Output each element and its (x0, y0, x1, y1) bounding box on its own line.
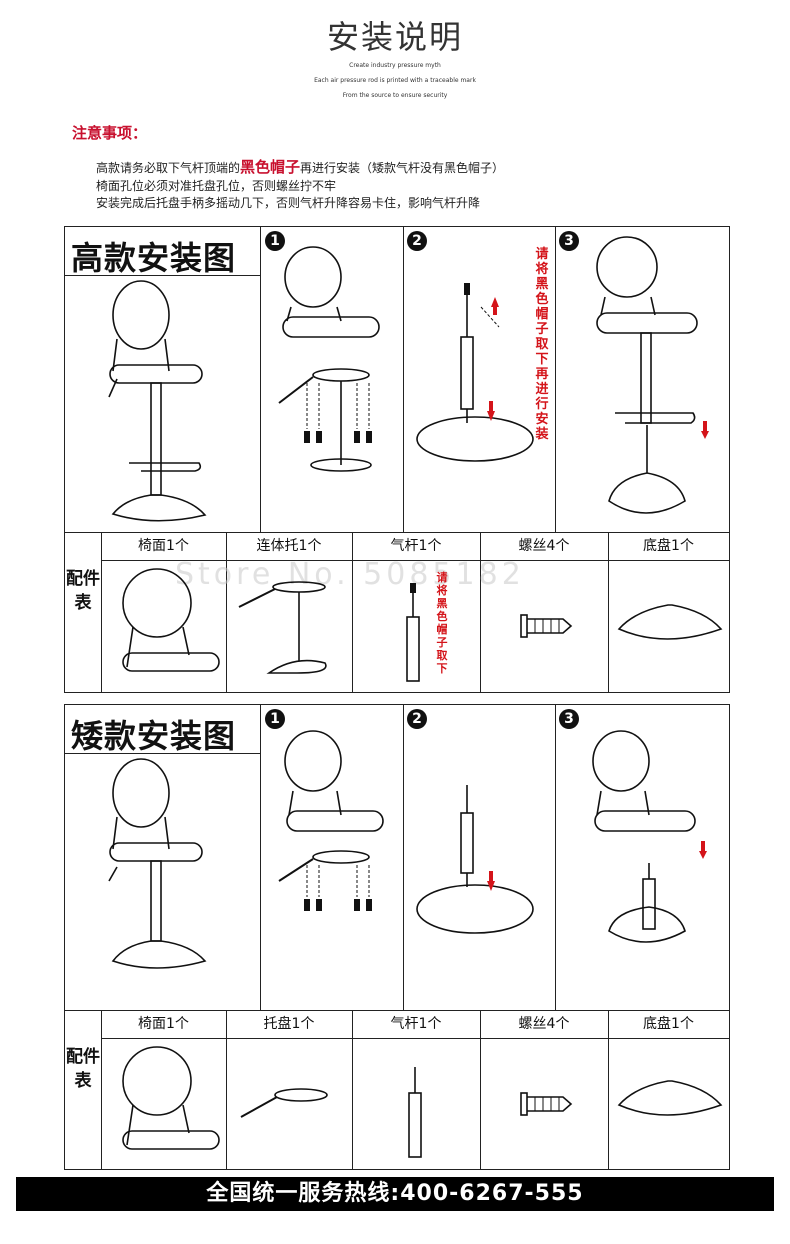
divider (403, 227, 404, 532)
hotline-banner: 全国统一服务热线:400-6267-555 (16, 1177, 774, 1211)
part-base-label: 底盘1个 (608, 534, 729, 558)
part-base-image (615, 601, 725, 651)
step-2-illustration (415, 267, 525, 467)
part-tray-image (237, 1085, 337, 1125)
part-screw-image (517, 611, 577, 641)
notice-line-2: 椅面孔位必须对准托盘孔位，否则螺丝拧不牢 (96, 177, 336, 194)
part-gas-rod-label: 气杆1个 (352, 1012, 480, 1036)
step-2-illustration (415, 779, 545, 949)
divider (403, 705, 404, 1010)
part-gas-rod-image (403, 1065, 433, 1165)
notice-line-1-suffix: 再进行安装（矮款气杆没有黑色帽子） (300, 161, 504, 175)
step-3-illustration (575, 727, 725, 957)
short-stool-illustration (95, 757, 245, 977)
step-1-illustration (273, 243, 393, 473)
divider (65, 1010, 729, 1011)
part-seat-image (113, 567, 223, 687)
divider (555, 227, 556, 532)
part-screws-label: 螺丝4个 (480, 1012, 608, 1036)
divider (260, 227, 261, 532)
part-seat-label: 椅面1个 (101, 1012, 226, 1036)
tall-section-title: 高款安装图 (71, 233, 236, 279)
part-gas-rod-label: 气杆1个 (352, 534, 480, 558)
tall-stool-illustration (95, 279, 245, 529)
divider (65, 532, 729, 533)
part-base-image (615, 1077, 725, 1127)
tall-install-panel: 高款安装图 1 2 请将黑色帽子取下再进行安装 3 (64, 226, 730, 693)
watermark: Store No. 5085182 (175, 557, 525, 592)
step-3-badge: 3 (559, 709, 579, 729)
part-seat-label: 椅面1个 (101, 534, 226, 558)
notice-line-1: 高款请务必取下气杆顶端的黑色帽子再进行安装（矮款气杆没有黑色帽子） (96, 156, 504, 177)
part-screw-image (517, 1089, 577, 1119)
parts-label: 配件表 (65, 1045, 101, 1093)
notice-heading: 注意事项： (72, 122, 147, 143)
parts-label: 配件表 (65, 567, 101, 615)
short-section-title: 矮款安装图 (71, 711, 236, 757)
part-screws-label: 螺丝4个 (480, 534, 608, 558)
subtitle-1: Create industry pressure myth (0, 62, 790, 69)
subtitle-2: Each air pressure rod is printed with a … (0, 77, 790, 84)
part-seat-image (113, 1045, 223, 1165)
part-tray-label: 托盘1个 (226, 1012, 352, 1036)
notice-line-1-highlight: 黑色帽子 (240, 158, 300, 176)
page-title: 安装说明 (0, 12, 790, 58)
part-tray-label: 连体托1个 (226, 534, 352, 558)
step-2-badge: 2 (407, 709, 427, 729)
notice-line-3: 安装完成后托盘手柄多摇动几下，否则气杆升降容易卡住，影响气杆升降 (96, 194, 480, 211)
part-tray-image (235, 577, 345, 687)
short-install-panel: 矮款安装图 1 2 3 配件表 椅面1个 托盘1 (64, 704, 730, 1170)
part-base-label: 底盘1个 (608, 1012, 729, 1036)
gas-rod-note: 请将黑色帽子取下 (433, 571, 451, 675)
notice-line-1-prefix: 高款请务必取下气杆顶端的 (96, 161, 240, 175)
step-2-badge: 2 (407, 231, 427, 251)
subtitle-3: From the source to ensure security (0, 92, 790, 99)
step-1-badge: 1 (265, 709, 285, 729)
step-2-note: 请将黑色帽子取下再进行安装 (533, 247, 551, 442)
divider (101, 1038, 729, 1039)
step-1-illustration (273, 727, 393, 927)
divider (260, 705, 261, 1010)
divider (555, 705, 556, 1010)
step-3-illustration (575, 233, 725, 529)
